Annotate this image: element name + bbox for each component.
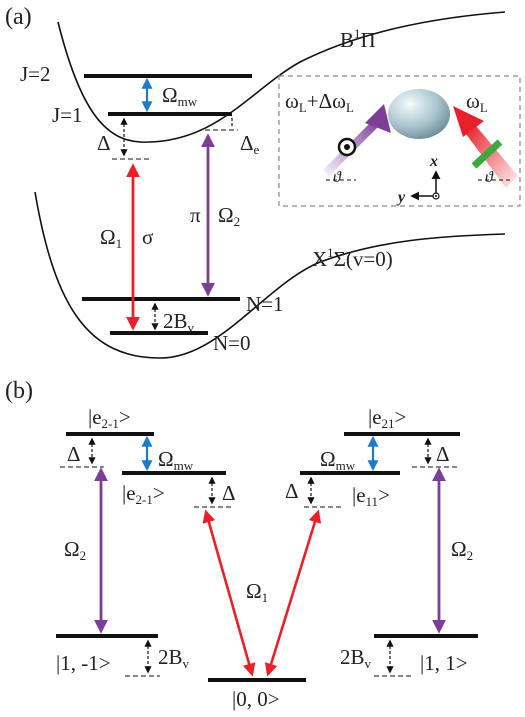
label-sigma: σ [142,225,153,249]
excited-state-label: B1Π [340,26,376,52]
in-plane-polarization-icon [471,139,503,169]
left-beam-frequency-label: ωL+ΔωL [285,89,354,115]
label-j2: J=2 [20,62,51,86]
label-delta-b1: Δ [67,442,81,466]
label-2bv-a: 2Bv [163,309,195,335]
label-delta-b3: Δ [436,442,450,466]
right-laser-beam [466,126,518,188]
x-axis-label: x [429,153,438,170]
panel-a-label: (a) [5,4,32,30]
label-n0: N=0 [213,331,251,355]
left-beam-arrowhead [365,104,391,133]
label-omega-mw-b-left: Ωmw [158,447,194,473]
label-omega2-b-right: Ω2 [451,537,473,563]
right-beam-frequency-label: ωL [466,89,488,115]
ket-e2m1-low: |e2-1> [122,481,165,507]
ket-e21: |e21> [368,405,406,431]
right-beam-arrowhead [453,106,484,137]
label-delta-e: Δe [240,131,260,157]
ket-e2m1-top: |e2-1> [88,405,131,431]
ket-e11: |e11> [352,483,390,509]
label-2bv-b-left: 2Bv [158,645,190,671]
omega1-arrow-right [264,509,322,677]
ket-0-0: |0, 0> [232,687,280,711]
label-2bv-b-right: 2Bv [340,645,372,671]
label-n1: N=1 [246,292,284,316]
label-pi: π [190,203,201,227]
label-omega-mw: Ωmw [162,83,198,109]
label-omega2-a: Ω2 [218,203,240,229]
left-theta-label: ϑ [333,169,342,186]
label-delta-b2: Δ [222,481,236,505]
label-omega1-a: Ω1 [100,225,122,251]
beam-geometry-inset: ωL+ΔωL ωL ϑ ϑ x y [278,75,521,207]
omega1-arrow-left [202,509,256,677]
label-delta-b4: Δ [285,479,299,503]
right-theta-label: ϑ [485,169,494,186]
label-omega1-b: Ω1 [246,579,268,605]
label-j1: J=1 [52,103,83,127]
molecule-ellipsoid [388,89,450,139]
ground-potential-curve [34,191,506,359]
excited-potential-curve [57,11,506,143]
label-omega-mw-b-right: Ωmw [320,447,356,473]
label-delta: Δ [97,131,111,155]
ket-1-m1: |1, -1> [56,651,111,675]
ground-state-label: X1Σ(v=0) [312,245,393,271]
y-axis-label: y [396,189,406,206]
label-omega2-b-left: Ω2 [64,537,86,563]
ket-1-1-label: |1, 1> [420,651,468,675]
panel-b-label: (b) [5,378,33,404]
